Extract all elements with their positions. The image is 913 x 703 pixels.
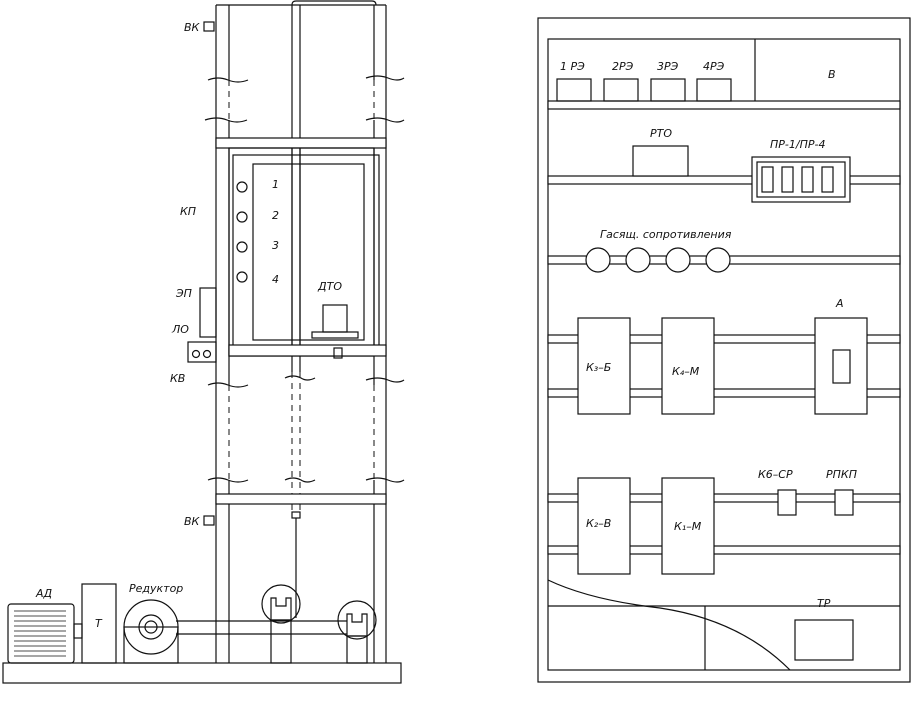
relay-2rz — [603, 78, 639, 102]
reducer: Редуктор — [123, 582, 183, 664]
transformer-tr — [794, 619, 854, 661]
contactor-k3b — [577, 317, 631, 415]
kv-label: КВ — [170, 372, 185, 385]
reducer-label: Редуктор — [129, 582, 183, 595]
ep-label: ЭП — [175, 287, 192, 300]
break-marks — [204, 75, 405, 483]
cable-curve — [547, 579, 791, 671]
relay-4rz-label: 4РЭ — [703, 60, 725, 73]
vk-bottom-switch — [203, 515, 215, 526]
k6sr-label: К6–СР — [758, 468, 793, 481]
pulley-right — [337, 600, 377, 640]
relay-1rz-label: 1 РЭ — [560, 60, 585, 73]
relay-rpkp — [834, 489, 854, 516]
pulleys — [176, 584, 377, 664]
pulley-left — [261, 584, 301, 624]
k1m-label: К₁–М — [674, 520, 702, 533]
rto-block — [632, 145, 689, 177]
k4m-label: К₄–М — [672, 365, 700, 378]
relay-1rz — [556, 78, 592, 102]
t-label: Т — [95, 617, 103, 630]
floor-label-3: 3 — [272, 239, 279, 252]
dto-label: ДТО — [317, 280, 342, 293]
floor-label-1: 1 — [272, 178, 279, 191]
v-label: В — [828, 68, 836, 81]
dto-sensor: ДТО — [311, 280, 359, 339]
floor-buttons-panel: 1 2 3 4 — [236, 178, 279, 286]
breaker-a — [814, 317, 868, 415]
relay-k6sr — [777, 489, 797, 516]
kp-label: КП — [180, 205, 196, 218]
relay-2rz-label: 2РЭ — [612, 60, 634, 73]
pr-fuse-block: ПР-1/ПР-4 — [751, 138, 851, 203]
floor-button-1 — [236, 181, 248, 193]
contactor-k4m — [661, 317, 715, 415]
vk-top-label: ВК — [184, 21, 201, 34]
ad-label: АД — [35, 587, 53, 600]
floor-button-2 — [236, 211, 248, 223]
pr-label: ПР-1/ПР-4 — [770, 138, 825, 151]
contactor-k2v — [577, 477, 631, 575]
floor-label-4: 4 — [272, 273, 279, 286]
horizontal-beams — [215, 137, 387, 505]
limit-switches — [187, 21, 217, 526]
a-label: А — [835, 297, 844, 310]
vk-top-switch — [203, 21, 215, 32]
ep-device — [199, 287, 217, 338]
central-guide-rails — [291, 5, 301, 618]
relay-3rz-label: 3РЭ — [657, 60, 679, 73]
lift-car — [228, 147, 387, 359]
vk-bottom-label: ВК — [184, 515, 201, 528]
panel-inner-frame — [547, 38, 901, 671]
tr-label: ТР — [817, 597, 831, 610]
relay-rz-group: 1 РЭ 2РЭ 3РЭ 4РЭ — [556, 60, 732, 102]
k2v-label: К₂–В — [586, 517, 611, 530]
panel-outer-frame — [537, 17, 911, 683]
resistors-label: Гасящ. сопротивления — [600, 228, 732, 241]
lift-shaft-drawing: 1 2 3 4 ДТО ВК КП ЭП ЛО КВ ВК — [2, 0, 405, 684]
shaft-top-cap — [291, 0, 377, 6]
relay-4rz — [696, 78, 732, 102]
damping-resistors: Гасящ. сопротивления — [585, 228, 732, 273]
base-plate — [2, 662, 402, 684]
floor-button-3 — [236, 241, 248, 253]
shaft-outer-posts — [215, 5, 387, 663]
rto-label: РТО — [650, 127, 672, 140]
rpkp-label: РПКП — [826, 468, 857, 481]
contactor-k1m — [661, 477, 715, 575]
motor-ad: АД — [7, 587, 83, 664]
kv-device — [187, 341, 217, 363]
k3b-label: К₃–Б — [586, 361, 611, 374]
lo-label: ЛО — [171, 323, 189, 336]
floor-button-4 — [236, 271, 248, 283]
relay-3rz — [650, 78, 686, 102]
floor-label-2: 2 — [272, 209, 279, 222]
control-panel-drawing: 1 РЭ 2РЭ 3РЭ 4РЭ В РТО ПР-1/ПР-4 Гасящ. … — [537, 17, 911, 683]
